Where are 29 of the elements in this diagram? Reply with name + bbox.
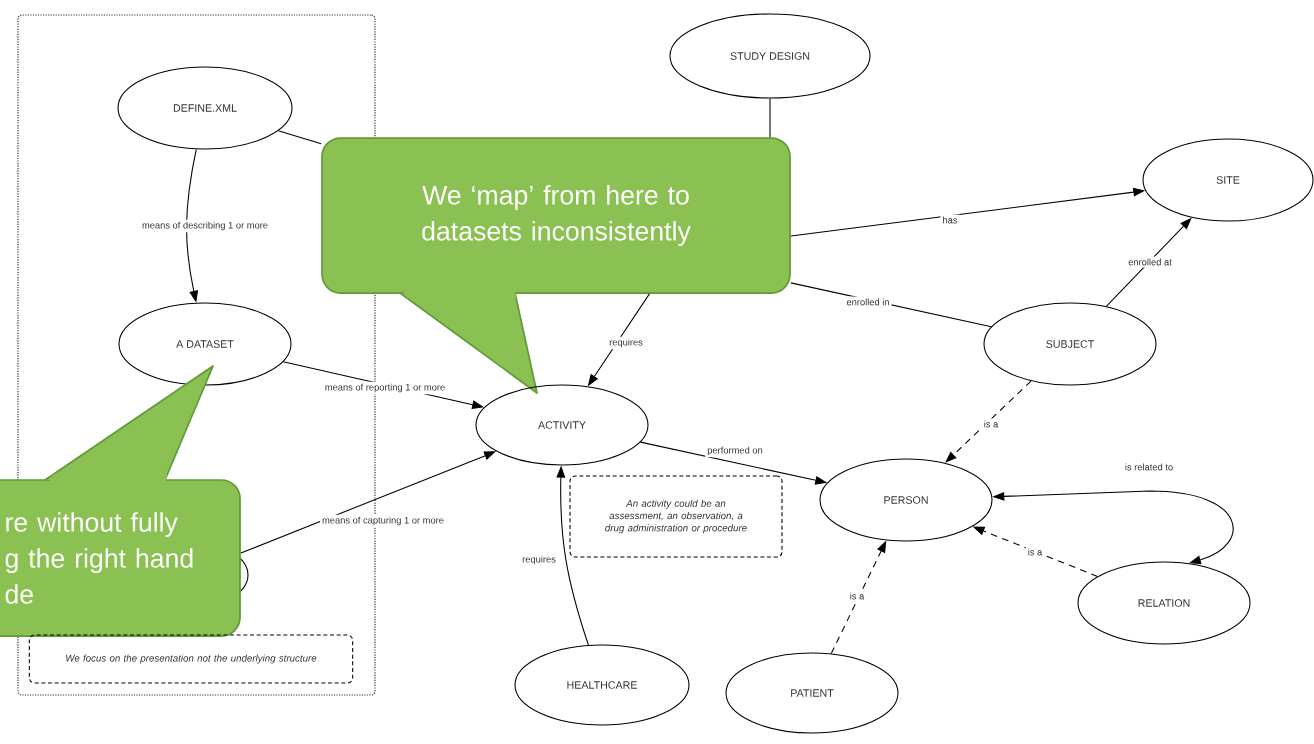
ellipse-node: PATIENT <box>725 652 899 734</box>
edge-label: is a <box>1025 546 1045 558</box>
note-box: We focus on the presentation not the underlying structure <box>28 634 354 684</box>
edge-label: means of capturing 1 or more <box>320 514 446 528</box>
edge-label: is a <box>847 590 867 602</box>
ellipse-node: SITE <box>1142 138 1314 222</box>
edge-label: is related to <box>1122 461 1176 473</box>
connector-line <box>769 98 771 138</box>
ellipse-node: RELATION <box>1077 561 1251 645</box>
ellipse-node: ACTIVITY <box>475 384 649 466</box>
ellipse-node: HEALTHCARE <box>514 644 690 726</box>
ellipse-node: PERSON <box>819 458 993 542</box>
edge-label: enrolled at <box>1126 256 1174 268</box>
edge-label: means of describing 1 or more <box>139 219 271 233</box>
edge-label: has <box>940 214 960 226</box>
edge-label: requires <box>520 553 558 567</box>
edge-label: means of reporting 1 or more <box>322 381 448 395</box>
ellipse-node: SUBJECT <box>983 302 1157 386</box>
connector-line <box>277 130 322 145</box>
ellipse-node: STUDY DESIGN <box>669 13 871 99</box>
arrow <box>945 380 1032 463</box>
edge-label: performed on <box>705 444 765 458</box>
ellipse-node: DEFINE.XML <box>117 66 293 150</box>
note-box: An activity could be an assessment, an observation, a drug administration or procedure <box>569 475 783 558</box>
edge-label: is a <box>981 418 1001 430</box>
edge-label: enrolled in <box>844 296 892 308</box>
speech-bubble: re without fully g the right hand de <box>0 365 241 637</box>
ellipse-node: A DATASET <box>118 302 292 386</box>
edge-label: requires <box>607 336 645 350</box>
